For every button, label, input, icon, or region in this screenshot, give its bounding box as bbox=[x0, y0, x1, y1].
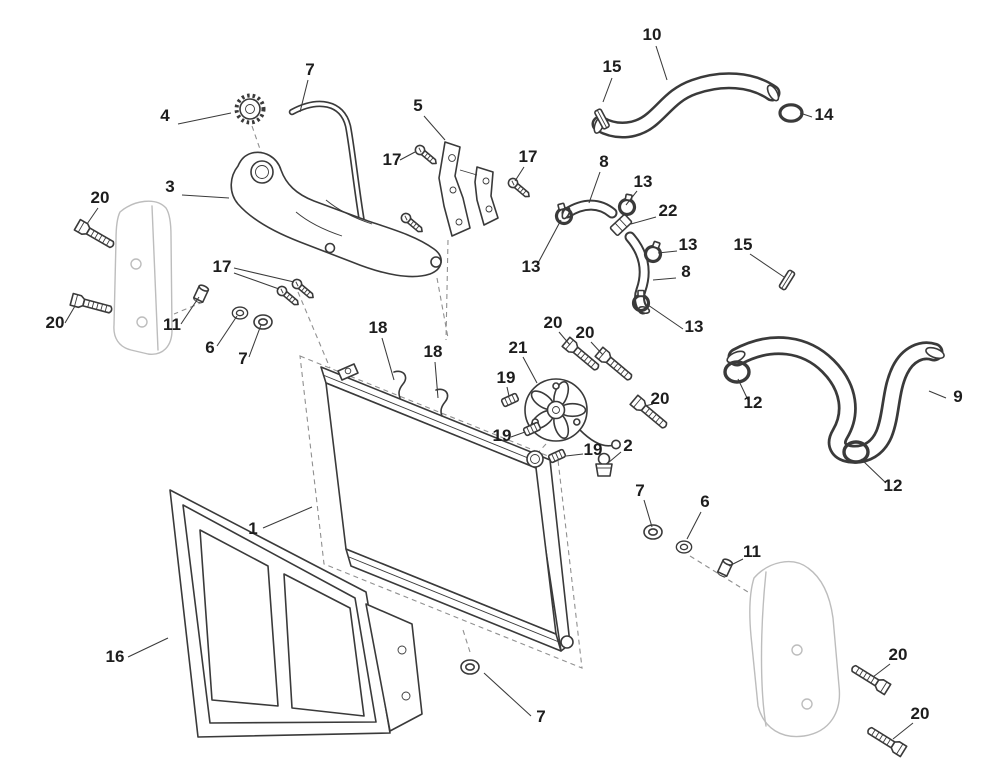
callout-16-40: 16 bbox=[106, 647, 125, 666]
screw-17 bbox=[505, 175, 533, 201]
expansion-tank bbox=[230, 151, 442, 278]
construction-lines bbox=[173, 125, 749, 669]
callout-17-7: 17 bbox=[519, 147, 538, 166]
bolt-20 bbox=[69, 292, 114, 317]
callout-20-43: 20 bbox=[911, 704, 930, 723]
callout-21-26: 21 bbox=[509, 338, 528, 357]
callout-1-36: 1 bbox=[248, 519, 257, 538]
ghost-side-panel-right bbox=[749, 561, 841, 738]
grommet-6 bbox=[231, 306, 249, 320]
grommet-7 bbox=[253, 314, 273, 330]
callout-19-27: 19 bbox=[497, 368, 516, 387]
callout-4-1: 4 bbox=[160, 106, 170, 125]
callout-15-4: 15 bbox=[603, 57, 622, 76]
callout-2-33: 2 bbox=[623, 436, 632, 455]
callout-15-15: 15 bbox=[734, 235, 753, 254]
hose-clamp-13 bbox=[641, 238, 666, 266]
mounting-bracket bbox=[438, 141, 499, 237]
callout-19-31: 19 bbox=[493, 426, 512, 445]
callout-22-11: 22 bbox=[659, 201, 678, 220]
callout-8-13: 8 bbox=[681, 262, 690, 281]
callout-19-32: 19 bbox=[584, 440, 603, 459]
bolt-20 bbox=[73, 218, 117, 252]
clip-19 bbox=[547, 448, 567, 464]
callout-12-29: 12 bbox=[744, 393, 763, 412]
callout-11-19: 11 bbox=[163, 315, 181, 334]
callout-13-28: 13 bbox=[685, 317, 704, 336]
small-parts bbox=[69, 103, 908, 758]
callout-7-21: 7 bbox=[238, 349, 247, 368]
hose-fitting bbox=[609, 213, 633, 237]
bypass-hose-upper bbox=[561, 199, 618, 220]
drain-plug bbox=[595, 452, 613, 477]
callout-10-5: 10 bbox=[643, 25, 662, 44]
clip-19 bbox=[500, 392, 520, 408]
screw-17 bbox=[398, 210, 426, 236]
callout-5-2: 5 bbox=[413, 96, 422, 115]
callout-20-24: 20 bbox=[544, 313, 563, 332]
callout-3-8: 3 bbox=[165, 177, 174, 196]
callout-7-37: 7 bbox=[635, 481, 644, 500]
radiator bbox=[320, 363, 574, 652]
radiator-cap bbox=[234, 93, 266, 125]
upper-hose bbox=[591, 72, 781, 139]
screw-17 bbox=[412, 142, 440, 168]
lower-hose bbox=[726, 336, 945, 464]
callout-7-0: 7 bbox=[305, 60, 314, 79]
callout-18-23: 18 bbox=[424, 342, 443, 361]
grommet-6 bbox=[675, 540, 693, 554]
hose-clamp-13 bbox=[616, 191, 639, 218]
hose-clamp-15 bbox=[777, 268, 797, 292]
callout-13-10: 13 bbox=[634, 172, 653, 191]
bolt-20 bbox=[848, 661, 892, 696]
callout-20-25: 20 bbox=[576, 323, 595, 342]
callout-11-39: 11 bbox=[743, 542, 761, 561]
callout-7-41: 7 bbox=[536, 707, 545, 726]
callout-20-42: 20 bbox=[889, 645, 908, 664]
grommet-7 bbox=[460, 659, 480, 675]
callout-18-22: 18 bbox=[369, 318, 388, 337]
radiator-guard bbox=[169, 489, 423, 738]
callout-13-12: 13 bbox=[679, 235, 698, 254]
callout-9-30: 9 bbox=[953, 387, 962, 406]
ghost-side-panel-left bbox=[113, 200, 173, 355]
callout-17-3: 17 bbox=[383, 150, 402, 169]
callout-20-16: 20 bbox=[91, 188, 110, 207]
leader-lines bbox=[64, 45, 947, 740]
callout-20-34: 20 bbox=[651, 389, 670, 408]
callout-6-20: 6 bbox=[205, 338, 214, 357]
bolt-20 bbox=[864, 723, 908, 758]
callout-14-6: 14 bbox=[815, 105, 834, 124]
callout-13-14: 13 bbox=[522, 257, 541, 276]
fan-assembly bbox=[524, 378, 621, 450]
callout-17-17: 17 bbox=[213, 257, 232, 276]
callout-labels: 7 4 5 17 15 10 14 17 3 8 13 22 13 8 13 1… bbox=[46, 25, 963, 726]
callout-8-9: 8 bbox=[599, 152, 608, 171]
callout-20-18: 20 bbox=[46, 313, 65, 332]
spacer-11 bbox=[715, 557, 735, 579]
spacer-11 bbox=[191, 283, 211, 305]
callout-6-38: 6 bbox=[700, 492, 709, 511]
callout-12-35: 12 bbox=[884, 476, 903, 495]
o-ring-14 bbox=[778, 103, 804, 123]
grommet-7 bbox=[643, 524, 663, 540]
